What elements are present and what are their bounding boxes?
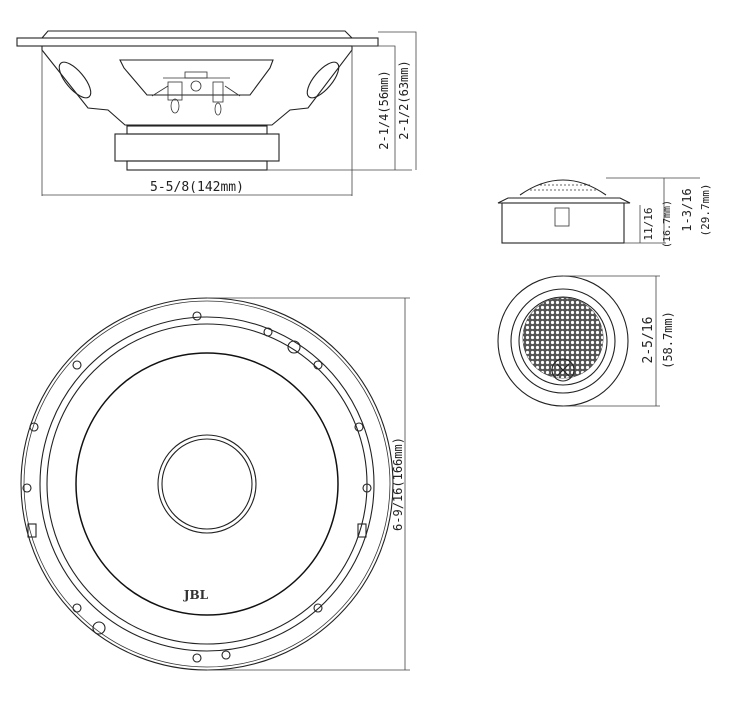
jbl-logo: JBL: [183, 588, 209, 602]
woofer-top-view: JBL 6-9/16(166mm): [20, 297, 410, 671]
woofer-depth-label: 2-1/4(56mm): [377, 70, 391, 149]
woofer-side-view: 5-5/8(142mm) 2-1/4(56mm) 2-1/2(63mm): [16, 30, 417, 196]
tweeter-top-view: 2-5/16 (58.7mm): [497, 275, 675, 407]
woofer-diameter-label: 6-9/16(166mm): [391, 437, 405, 531]
tweeter-height-label: 1-3/16: [680, 188, 694, 231]
tweeter-mount-depth-mm-label: (16.7mm): [662, 200, 673, 248]
tweeter-diameter-mm-label: (58.7mm): [661, 311, 675, 369]
tweeter-side-view: 11/16 (16.7mm) 1-3/16 (29.7mm): [497, 177, 712, 248]
woofer-height-label: 2-1/2(63mm): [397, 60, 411, 139]
tweeter-diameter-label: 2-5/16: [641, 317, 656, 364]
tweeter-mount-depth-label: 11/16: [642, 207, 655, 240]
tweeter-height-mm-label: (29.7mm): [699, 184, 712, 237]
woofer-width-label: 5-5/8(142mm): [150, 180, 244, 195]
